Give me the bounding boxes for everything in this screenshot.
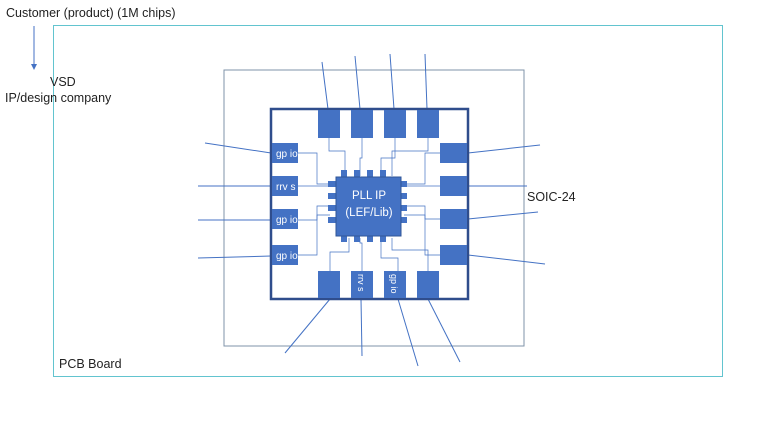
io-pad-top-2 [351,110,373,138]
pll-ip-title: PLL IP [352,190,386,202]
pll-ip-core [335,176,402,237]
io-pad-left-4 [272,245,298,265]
io-pad-bottom-2 [351,271,373,298]
left-io-pads: gp io rrv s gp io gp io [272,143,298,265]
right-io-pads [440,143,467,265]
soic-label: SOIC-24 [527,190,576,204]
io-pad-left-2 [272,176,298,196]
external-leads [197,53,546,367]
io-pad-right-3 [440,209,467,229]
die-outline [269,107,470,301]
io-pad-top-1 [318,110,340,138]
io-pad-left-3 [272,209,298,229]
io-pad-bottom-1 [318,271,340,298]
pll-ip-subtitle: (LEF/Lib) [345,207,392,219]
io-pad-right-4 [440,245,467,265]
io-pad-left-1 [272,143,298,163]
bottom-io-pads: rrv s gp io [318,271,439,298]
io-pad-bottom-4 [417,271,439,298]
io-pad-bottom-3 [384,271,406,298]
io-pad-bottom-2-label: rrv s [356,274,366,292]
io-pad-bottom-3-label: gp io [389,274,399,294]
customer-arrow [31,26,37,70]
io-pad-left-1-label: gp io [276,149,298,160]
core-pins [328,170,407,242]
pcb-board-outline [53,25,723,377]
io-pad-top-3 [384,110,406,138]
io-pad-left-2-label: rrv s [276,182,295,193]
io-pad-top-4 [417,110,439,138]
io-pad-right-2 [440,176,467,196]
ip-design-company-label: IP/design company [5,91,112,105]
soic-package-outline [223,69,525,347]
bond-wires [298,138,440,272]
io-pad-left-4-label: gp io [276,251,298,262]
pcb-board-label: PCB Board [59,357,122,371]
top-io-pads [318,110,439,138]
vsd-label: VSD [50,75,76,89]
io-pad-left-3-label: gp io [276,215,298,226]
io-pad-right-1 [440,143,467,163]
customer-label: Customer (product) (1M chips) [6,6,176,20]
